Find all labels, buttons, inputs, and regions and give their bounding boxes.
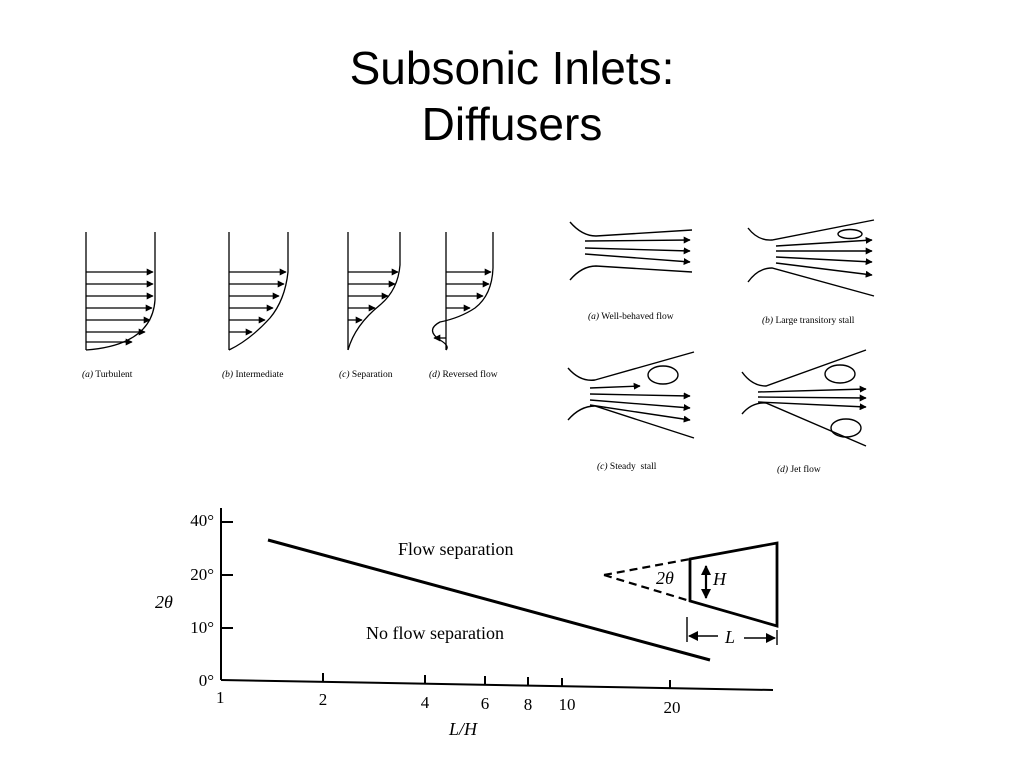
profile-label-b: (b) Intermediate bbox=[222, 369, 283, 380]
region-label-flow-separation: Flow separation bbox=[398, 539, 513, 559]
profile-label-a: (a) Turbulent bbox=[82, 369, 133, 380]
x-tick-2: 2 bbox=[319, 690, 328, 709]
velocity-profile-separation bbox=[347, 232, 401, 351]
y-tick-0: 0° bbox=[199, 671, 214, 690]
y-tick-10: 10° bbox=[190, 618, 214, 637]
regime-label-c: (c) Steady stall bbox=[597, 461, 657, 472]
slide-title: Subsonic Inlets: Diffusers bbox=[0, 40, 1024, 152]
regime-label-b: (b) Large transitory stall bbox=[762, 315, 855, 326]
title-line-2: Diffusers bbox=[421, 98, 603, 150]
regime-transitory-stall bbox=[747, 219, 875, 297]
x-tick-1: 1 bbox=[216, 688, 225, 707]
chart-axes bbox=[220, 508, 774, 691]
diffuser-inset bbox=[603, 541, 779, 645]
x-tick-20: 20 bbox=[664, 698, 681, 717]
regime-label-a: (a) Well-behaved flow bbox=[588, 311, 674, 322]
y-axis-label: 2θ bbox=[155, 592, 173, 612]
inset-length-label: L bbox=[724, 627, 735, 647]
y-tick-20: 20° bbox=[190, 565, 214, 584]
inset-height-label: H bbox=[712, 569, 727, 589]
x-tick-4: 4 bbox=[421, 693, 430, 712]
profile-label-c: (c) Separation bbox=[339, 369, 393, 380]
y-tick-40: 40° bbox=[190, 511, 214, 530]
x-tick-8: 8 bbox=[524, 695, 533, 714]
velocity-profile-intermediate bbox=[228, 232, 289, 351]
title-line-1: Subsonic Inlets: bbox=[349, 42, 675, 94]
separation-boundary-line bbox=[267, 538, 711, 662]
velocity-profile-reversed bbox=[431, 232, 494, 351]
x-tick-6: 6 bbox=[481, 694, 490, 713]
velocity-profile-turbulent bbox=[85, 232, 156, 351]
x-tick-10: 10 bbox=[559, 695, 576, 714]
regime-well-behaved bbox=[569, 221, 693, 281]
x-axis-label: L/H bbox=[448, 719, 478, 739]
inset-angle-label: 2θ bbox=[656, 568, 674, 588]
regime-label-d: (d) Jet flow bbox=[777, 464, 821, 475]
regime-jet-flow bbox=[741, 349, 867, 447]
profile-label-d: (d) Reversed flow bbox=[429, 369, 498, 380]
region-label-no-flow-separation: No flow separation bbox=[366, 623, 504, 643]
regime-steady-stall bbox=[567, 351, 695, 439]
